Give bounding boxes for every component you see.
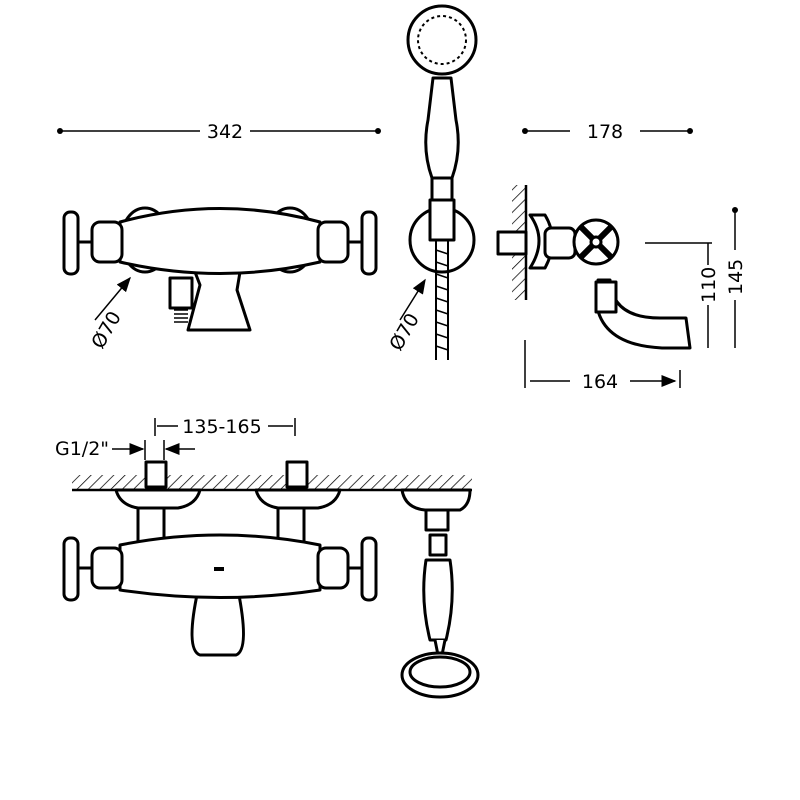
dim-diameter-mixer: Ø70 xyxy=(87,308,126,353)
dim-diameter-shower: Ø70 xyxy=(385,310,424,355)
dim-total-height: 145 xyxy=(725,259,747,295)
dim-spout-height: 110 xyxy=(698,267,720,303)
mixer-front-view: 342 Ø70 xyxy=(57,121,381,353)
hand-shower-view: Ø70 xyxy=(385,4,478,360)
dim-spout-projection: 164 xyxy=(582,371,618,393)
dim-width-label: 342 xyxy=(207,121,243,143)
mixer-side-view: 178 110 145 164 xyxy=(496,121,747,393)
dim-depth-label: 178 xyxy=(587,121,623,143)
dim-connection-spacing: 135-165 xyxy=(182,416,261,438)
dim-connection-thread: G1/2" xyxy=(55,438,109,460)
plan-view: 135-165 G1/2" xyxy=(55,416,480,699)
